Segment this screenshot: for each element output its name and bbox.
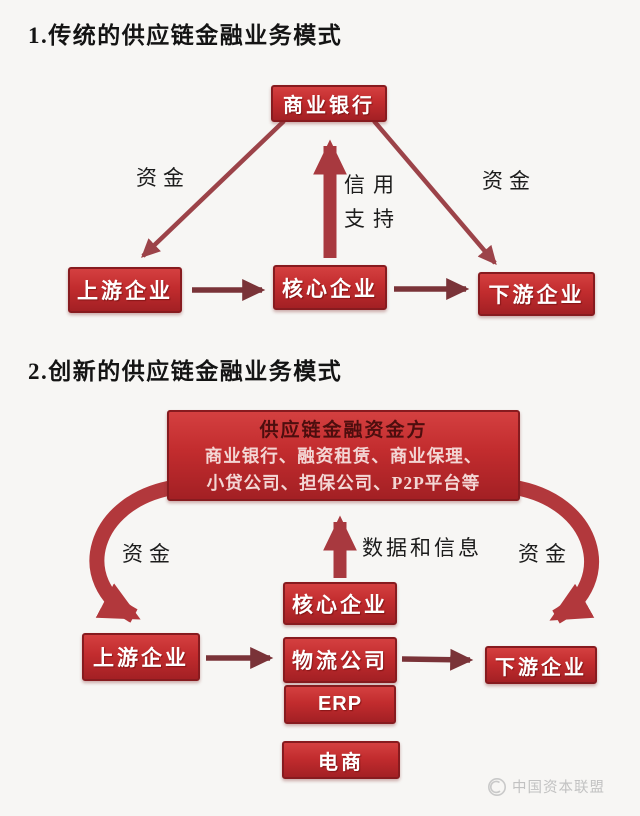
logistics-box: 物流公司 (283, 637, 397, 683)
ecommerce-box: 电商 (282, 741, 400, 779)
core-box-1-label: 核心企业 (282, 276, 378, 301)
upstream-box-1-label: 上游企业 (77, 279, 173, 303)
watermark: 中国资本联盟 (487, 776, 605, 797)
funders-box-line1: 商业银行、融资租赁、商业保理、 (204, 446, 483, 466)
core-box-2-label: 核心企业 (292, 592, 388, 617)
downstream-box-1: 下游企业 (478, 272, 595, 316)
upstream-box-2-label: 上游企业 (93, 646, 189, 670)
logistics-box-label: 物流公司 (292, 649, 388, 673)
credit-support-label: 信用 支持 (344, 168, 402, 236)
bank-box-label: 商业银行 (283, 95, 375, 117)
credit-support-line1: 信用 (344, 173, 402, 197)
funds-label-left-2: 资金 (122, 542, 176, 566)
arrow-funders-to-upstream-curve (89, 479, 178, 623)
watermark-text: 中国资本联盟 (512, 780, 605, 796)
arrow-bank-to-upstream (141, 119, 286, 258)
arrow-logistics-to-downstream (401, 648, 474, 671)
downstream-box-2-label: 下游企业 (495, 656, 587, 679)
core-box-2: 核心企业 (283, 582, 397, 625)
arrow-funders-to-downstream-curve (510, 479, 599, 624)
funds-label-left-1: 资金 (136, 166, 190, 190)
downstream-box-2: 下游企业 (485, 646, 597, 684)
funds-label-right-1: 资金 (482, 169, 536, 193)
bank-box: 商业银行 (271, 85, 387, 122)
core-box-1: 核心企业 (273, 265, 387, 310)
funders-box-title: 供应链金融资金方 (259, 420, 428, 441)
watermark-logo-icon (488, 777, 506, 796)
data-info-label: 数据和信息 (362, 536, 482, 560)
erp-box-label: ERP (317, 693, 363, 715)
funders-box: 供应链金融资金方 商业银行、融资租赁、商业保理、 小贷公司、担保公司、P2P平台… (167, 410, 520, 501)
upstream-box-1: 上游企业 (68, 267, 182, 313)
section1-title: 1.传统的供应链金融业务模式 (28, 23, 343, 48)
upstream-box-2: 上游企业 (82, 633, 200, 681)
section2-title: 2.创新的供应链金融业务模式 (28, 359, 343, 384)
downstream-box-1-label: 下游企业 (488, 283, 585, 307)
funds-label-right-2: 资金 (518, 542, 572, 566)
arrow-bank-to-downstream (372, 119, 497, 266)
funders-box-line2: 小贷公司、担保公司、P2P平台等 (206, 473, 481, 493)
erp-box: ERP (284, 685, 396, 724)
ecommerce-box-label: 电商 (318, 751, 364, 774)
credit-support-line2: 支持 (344, 207, 402, 231)
